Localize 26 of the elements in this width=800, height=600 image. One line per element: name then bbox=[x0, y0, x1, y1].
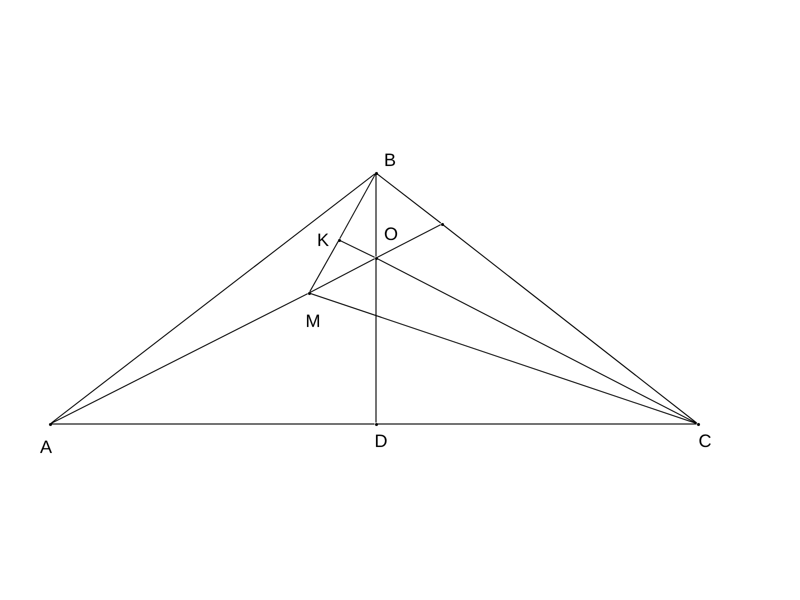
vertex-point bbox=[308, 292, 310, 294]
line-segment bbox=[376, 258, 698, 424]
point-label: B bbox=[384, 151, 396, 169]
point-label: D bbox=[374, 432, 388, 450]
vertex-point bbox=[374, 172, 378, 174]
line-segment bbox=[310, 258, 376, 293]
point-label: K bbox=[317, 231, 329, 249]
point-label: A bbox=[40, 438, 52, 456]
line-segment bbox=[50, 293, 308, 424]
line-segment bbox=[376, 173, 442, 224]
point-label: C bbox=[698, 432, 712, 450]
point-label: M bbox=[306, 312, 320, 330]
vertex-point bbox=[374, 422, 378, 426]
vertex-point bbox=[338, 238, 340, 242]
line-segment bbox=[376, 224, 442, 258]
vertex-point bbox=[48, 422, 52, 426]
vertex-point bbox=[696, 422, 700, 426]
point-label: O bbox=[384, 225, 398, 243]
vertex-point bbox=[440, 222, 444, 226]
vertex-point bbox=[374, 256, 378, 260]
line-segment bbox=[310, 292, 698, 424]
line-segment bbox=[50, 173, 376, 424]
line-segment bbox=[339, 174, 376, 240]
line-segment bbox=[442, 224, 698, 424]
line-segment bbox=[309, 240, 339, 292]
line-segment bbox=[340, 240, 376, 258]
